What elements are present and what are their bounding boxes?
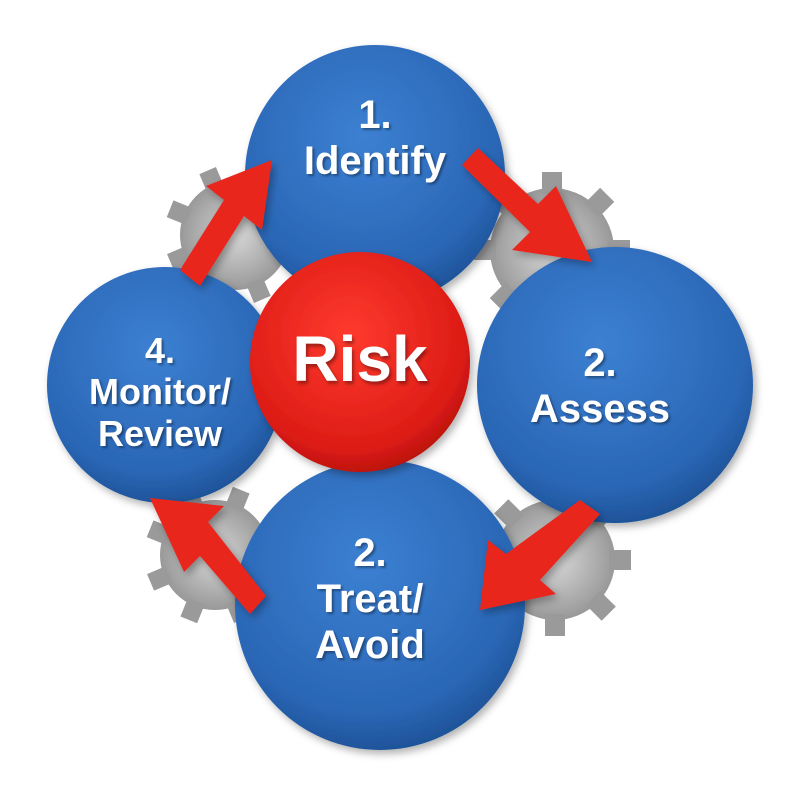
step-label-identify: 1. Identify [275, 92, 475, 184]
step-text: Review [97, 412, 223, 454]
step-circle-treat [235, 460, 525, 750]
arrow-icon [150, 498, 266, 614]
arrow-icon [462, 148, 592, 262]
step-number: 2. [353, 531, 387, 575]
step-text: Assess [529, 387, 671, 431]
step-label-monitor: 4. Monitor/ Review [55, 330, 265, 454]
step-number: 2. [583, 341, 617, 385]
step-text: Avoid [315, 623, 425, 667]
step-text: Monitor/ [89, 371, 231, 413]
step-label-treat: 2. Treat/ Avoid [270, 530, 470, 668]
step-number: 4. [144, 330, 176, 371]
step-circle-identify [245, 45, 505, 305]
arrow-icon [480, 500, 600, 610]
step-text: Identify [303, 139, 447, 183]
step-label-assess: 2. Assess [500, 340, 700, 432]
step-number: 1. [358, 93, 392, 137]
step-circle-assess [477, 247, 753, 523]
arrow-icon [180, 160, 272, 286]
center-risk-circle [250, 252, 470, 472]
center-label: Risk [292, 323, 428, 395]
step-text: Treat/ [316, 577, 424, 621]
step-circle-monitor [47, 267, 283, 503]
